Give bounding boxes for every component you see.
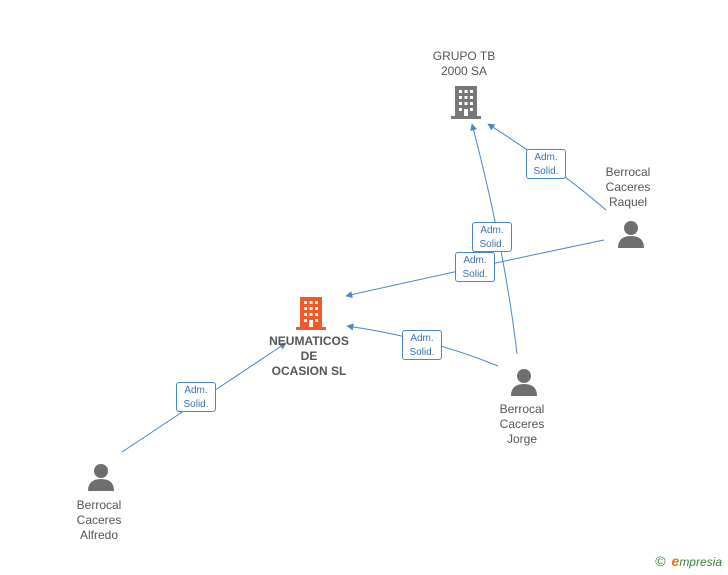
relation-badge-line: Adm. — [480, 225, 504, 236]
relation-badge-raquel-grupo[interactable]: Adm. Solid. — [526, 149, 566, 179]
relation-badge-line: Solid. — [462, 269, 488, 280]
person-icon[interactable] — [509, 367, 539, 397]
node-label-line: DE — [300, 349, 318, 363]
relation-badge-line: Solid. — [479, 239, 505, 250]
relation-badge-line: Adm. — [184, 385, 208, 396]
node-label-alfredo[interactable]: Berrocal Caceres Alfredo — [44, 498, 154, 543]
relation-badge-line: Adm. — [463, 255, 487, 266]
node-label-raquel[interactable]: Berrocal Caceres Raquel — [573, 165, 683, 210]
relation-badge-raquel-neumaticos[interactable]: Adm. Solid. — [455, 252, 495, 282]
relation-badge-line: Solid. — [409, 347, 435, 358]
copyright-icon: © — [655, 553, 666, 569]
node-label-line: Berrocal — [499, 402, 545, 416]
node-label-line: Caceres — [605, 180, 651, 194]
node-label-line: 2000 SA — [440, 64, 488, 78]
brand-logo: © empresia — [655, 553, 722, 569]
relation-badge-line: Adm. — [534, 152, 558, 163]
node-label-line: Berrocal — [76, 498, 122, 512]
brand-initial: e — [671, 553, 680, 569]
node-label-line: Berrocal — [605, 165, 651, 179]
relation-badge-alfredo-neumaticos[interactable]: Adm. Solid. — [176, 382, 216, 412]
node-label-line: NEUMATICOS — [269, 334, 349, 348]
relation-badge-jorge-neumaticos[interactable]: Adm. Solid. — [402, 330, 442, 360]
node-label-jorge[interactable]: Berrocal Caceres Jorge — [467, 402, 577, 447]
relation-badge-line: Adm. — [410, 333, 434, 344]
building-icon[interactable] — [295, 296, 327, 330]
node-label-neumaticos[interactable]: NEUMATICOS DE OCASION SL — [254, 334, 364, 379]
relation-badge-jorge-grupo[interactable]: Adm. Solid. — [472, 222, 512, 252]
person-icon[interactable] — [86, 462, 116, 492]
node-label-line: Raquel — [608, 195, 648, 209]
node-label-line: OCASION SL — [271, 364, 347, 378]
node-label-line: Jorge — [506, 432, 538, 446]
relation-badge-line: Solid. — [533, 166, 559, 177]
node-label-line: Caceres — [499, 417, 545, 431]
node-label-line: GRUPO TB — [432, 49, 496, 63]
building-icon[interactable] — [450, 85, 482, 119]
person-icon[interactable] — [616, 219, 646, 249]
node-label-grupo[interactable]: GRUPO TB 2000 SA — [409, 49, 519, 79]
node-label-line: Alfredo — [79, 528, 119, 542]
brand-name: mpresia — [679, 555, 722, 569]
relation-badge-line: Solid. — [183, 399, 209, 410]
node-label-line: Caceres — [76, 513, 122, 527]
